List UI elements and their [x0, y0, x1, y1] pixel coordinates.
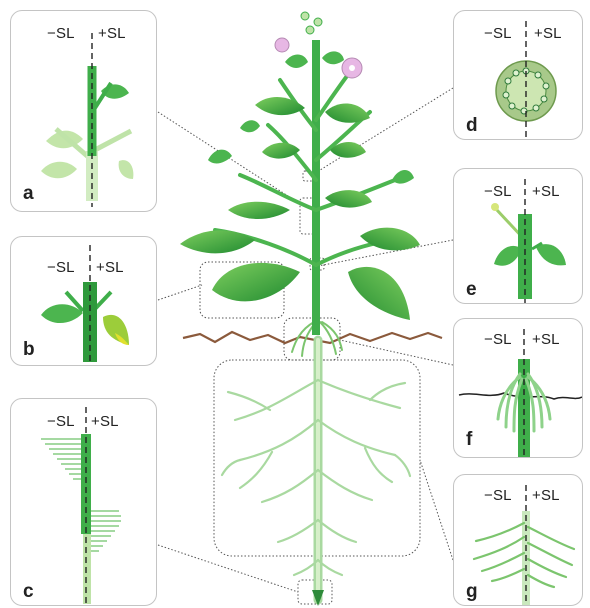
panel-a: −SL +SL a — [10, 10, 157, 212]
panel-letter: a — [23, 183, 34, 205]
plus-sl-label: +SL — [532, 487, 560, 504]
panel-b: −SL +SL b — [10, 236, 157, 366]
minus-sl-label: −SL — [484, 183, 512, 200]
plus-sl-label: +SL — [98, 25, 126, 42]
panel-e: −SL +SL e — [453, 168, 583, 304]
minus-sl-label: −SL — [484, 487, 512, 504]
root-system — [222, 322, 410, 606]
plus-sl-label: +SL — [532, 183, 560, 200]
minus-sl-label: −SL — [47, 25, 75, 42]
plus-sl-label: +SL — [96, 259, 124, 276]
plus-sl-label: +SL — [91, 413, 119, 430]
panel-letter: e — [466, 279, 477, 301]
plus-sl-label: +SL — [534, 25, 562, 42]
minus-sl-label: −SL — [47, 259, 75, 276]
panel-letter: c — [23, 581, 34, 603]
panel-letter: d — [466, 115, 478, 137]
panel-c: −SL +SL c — [10, 398, 157, 606]
panel-f: −SL +SL f — [453, 318, 583, 458]
panel-letter: b — [23, 339, 35, 361]
minus-sl-label: −SL — [484, 25, 512, 42]
panel-g: −SL +SL g — [453, 474, 583, 606]
minus-sl-label: −SL — [484, 331, 512, 348]
minus-sl-label: −SL — [47, 413, 75, 430]
panel-letter: f — [466, 429, 472, 451]
panel-d: −SL +SL d — [453, 10, 583, 140]
plus-sl-label: +SL — [532, 331, 560, 348]
panel-letter: g — [466, 581, 478, 603]
